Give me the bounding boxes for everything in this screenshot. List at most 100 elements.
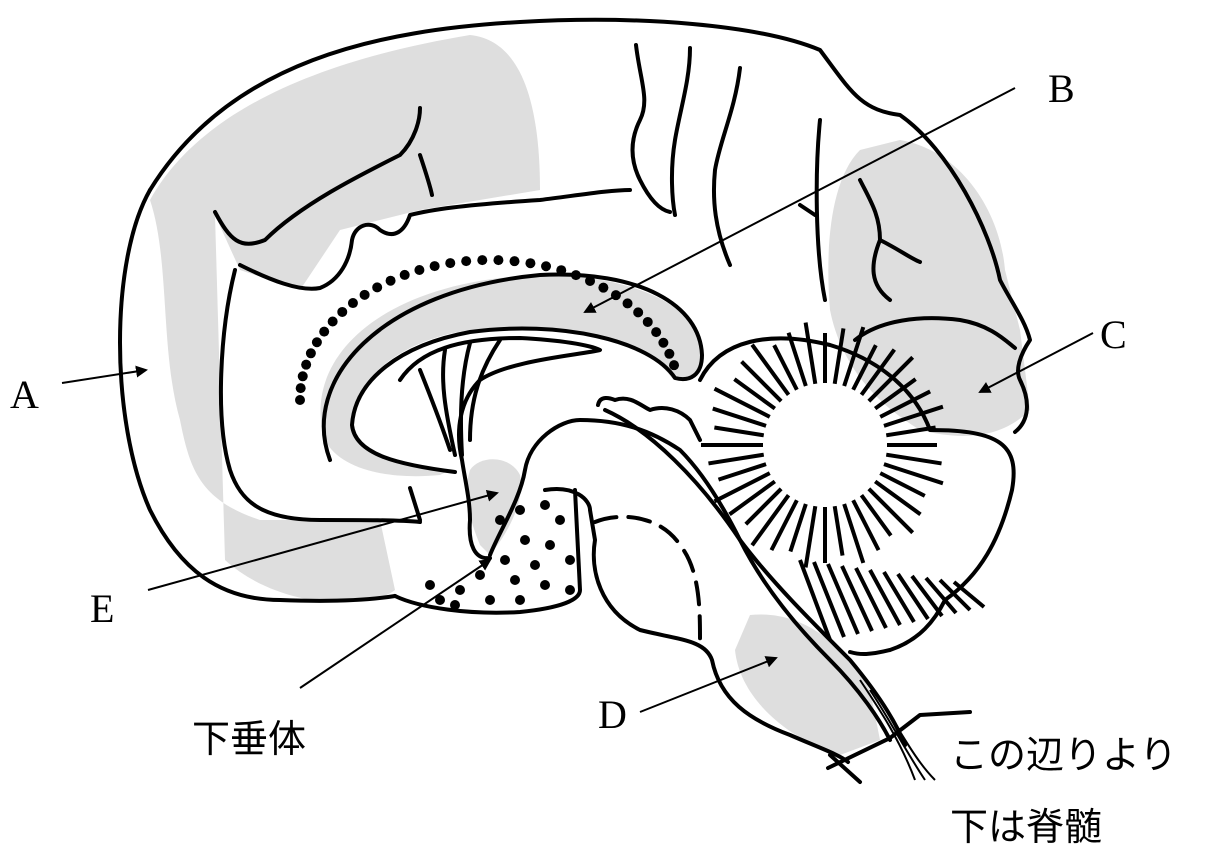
arc-dot [622,298,633,309]
region-dot [520,535,530,545]
arrow-b [583,87,1016,313]
region-dot [540,580,550,590]
labels: A B C D E 下垂体 この辺りより 下は脊髄 [10,66,1177,849]
folium-line [803,322,818,385]
folium-line [885,425,936,438]
region-dot [425,580,435,590]
arc-dot [385,275,396,286]
folium-line [842,326,866,387]
spinal-boundary-lower [826,710,972,770]
sulcus-2 [418,153,434,197]
shaded-regions [150,35,1030,755]
arrows [61,87,1094,713]
dotted-regions [295,255,680,610]
folium-line [713,386,771,419]
folium-line [750,343,791,397]
folium-line [786,332,808,387]
arc-dot [633,307,644,318]
occipital-sulcus-2 [878,238,922,264]
arc-dot [295,383,306,394]
corpus-callosum-shade-b [320,275,702,477]
thalamus-outline [488,418,892,742]
region-dot [565,585,575,595]
parietal-sulcus [814,118,827,302]
folium-line [867,487,915,535]
folium-line [708,452,765,466]
medulla-shade-d [735,614,880,755]
arc-dot [429,261,440,272]
folium-line [740,360,783,403]
brain-outlines [118,17,1032,784]
region-dot [455,585,465,595]
region-dot [485,595,495,605]
region-dot [530,560,540,570]
folium-line [717,462,767,482]
region-dot [475,570,485,580]
cingulate-outline [218,268,422,524]
spinal-tract-2 [869,689,926,781]
folium-line [851,344,878,391]
region-dot [565,555,575,565]
cingulate-upper [238,188,632,291]
fornix-inner-4 [468,338,502,442]
label-spinal-line2: 下は脊髄 [950,805,1102,849]
arc-dot [297,371,308,382]
folium-line [769,499,799,552]
fornix-inner-3 [458,341,472,457]
arc-dot [556,265,567,276]
spinal-boundary-tick [828,753,862,784]
region-dot [510,575,520,585]
folium-line [879,389,932,419]
sulcus-1 [213,106,422,246]
central-sulcus-c [711,66,742,267]
arc-dot [598,282,609,293]
arc-dot [461,256,472,267]
cerebellum-core [765,385,885,505]
cerebellum-outline [698,336,1016,657]
folium-line [713,471,771,504]
region-dot [545,540,555,550]
folium-line [873,479,922,516]
spinal-tract-3 [879,699,936,781]
arc-dot [301,359,312,370]
folium-line [803,505,818,568]
folium-line [883,404,944,428]
arc-dot [445,258,456,269]
folium-line [879,471,926,498]
label-spinal-line1: この辺りより [950,733,1177,777]
central-sulcus-b [669,46,692,217]
arc-dot [347,298,358,309]
brainstem-front-outline [543,487,850,764]
frontal-cortex-shade-a [150,35,540,603]
folium-line [832,505,845,556]
arc-dot [669,360,680,371]
arrow-d [639,656,778,713]
arc-dot [493,255,504,266]
arc-dot [319,326,330,337]
lamella-line [896,572,930,621]
folium-line [873,377,917,411]
arrow-e [147,489,499,591]
region-dot [435,595,445,605]
brainstem-back-outline [603,408,907,747]
arc-dot [664,348,675,359]
region-dot [495,515,505,525]
folium-line [883,462,944,486]
arc-dot [525,258,536,269]
region-dot [500,555,510,565]
folium-line [832,328,846,385]
brain-front-lower-outline [118,188,397,603]
lamella-line [826,563,860,635]
label-d: D [598,692,627,737]
folium-line [842,503,866,564]
arrow-a [61,365,148,384]
arrow-c [978,332,1094,393]
arc-dot [658,337,669,348]
arc-dot [399,269,410,280]
label-pituitary: 下垂体 [192,717,306,761]
arrow-pituitary [299,558,492,689]
region-dot [540,500,550,510]
corpus-callosum-outline [321,272,704,474]
folium-line [867,355,915,403]
